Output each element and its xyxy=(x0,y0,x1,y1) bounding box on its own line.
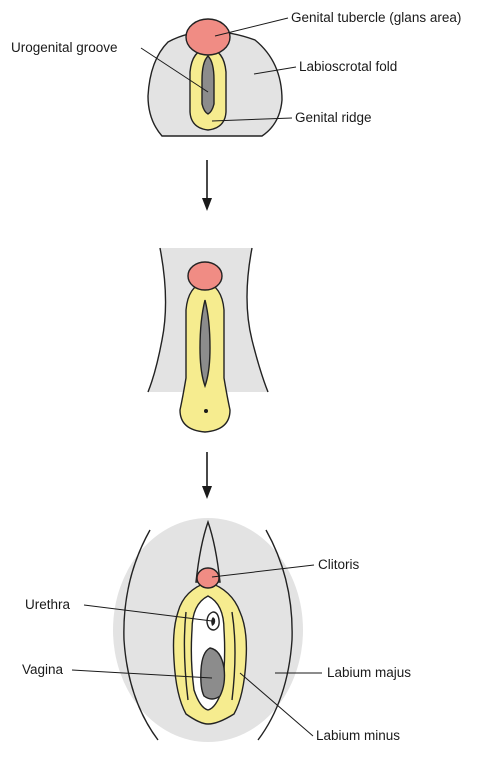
urogenital-groove-shape xyxy=(202,56,214,114)
label-urethra: Urethra xyxy=(25,597,71,612)
stage-female xyxy=(113,518,303,742)
stage-indifferent xyxy=(148,19,282,136)
label-vagina: Vagina xyxy=(22,662,64,677)
label-labium-minus: Labium minus xyxy=(316,728,400,743)
clitoris-shape xyxy=(197,568,219,588)
label-genital-ridge: Genital ridge xyxy=(295,110,372,125)
label-genital-tubercle: Genital tubercle (glans area) xyxy=(291,10,461,25)
arrow-down-icon xyxy=(202,452,212,499)
intermediate-tubercle-shape xyxy=(188,262,222,290)
label-labioscrotal-fold: Labioscrotal fold xyxy=(299,59,397,74)
stage-intermediate xyxy=(148,248,268,432)
arrow-down-icon xyxy=(202,160,212,211)
label-labium-majus: Labium majus xyxy=(327,665,411,680)
intermediate-opening-dot xyxy=(204,409,208,413)
genital-tubercle-shape xyxy=(186,19,230,55)
label-clitoris: Clitoris xyxy=(318,557,360,572)
label-urogenital-groove: Urogenital groove xyxy=(11,40,118,55)
